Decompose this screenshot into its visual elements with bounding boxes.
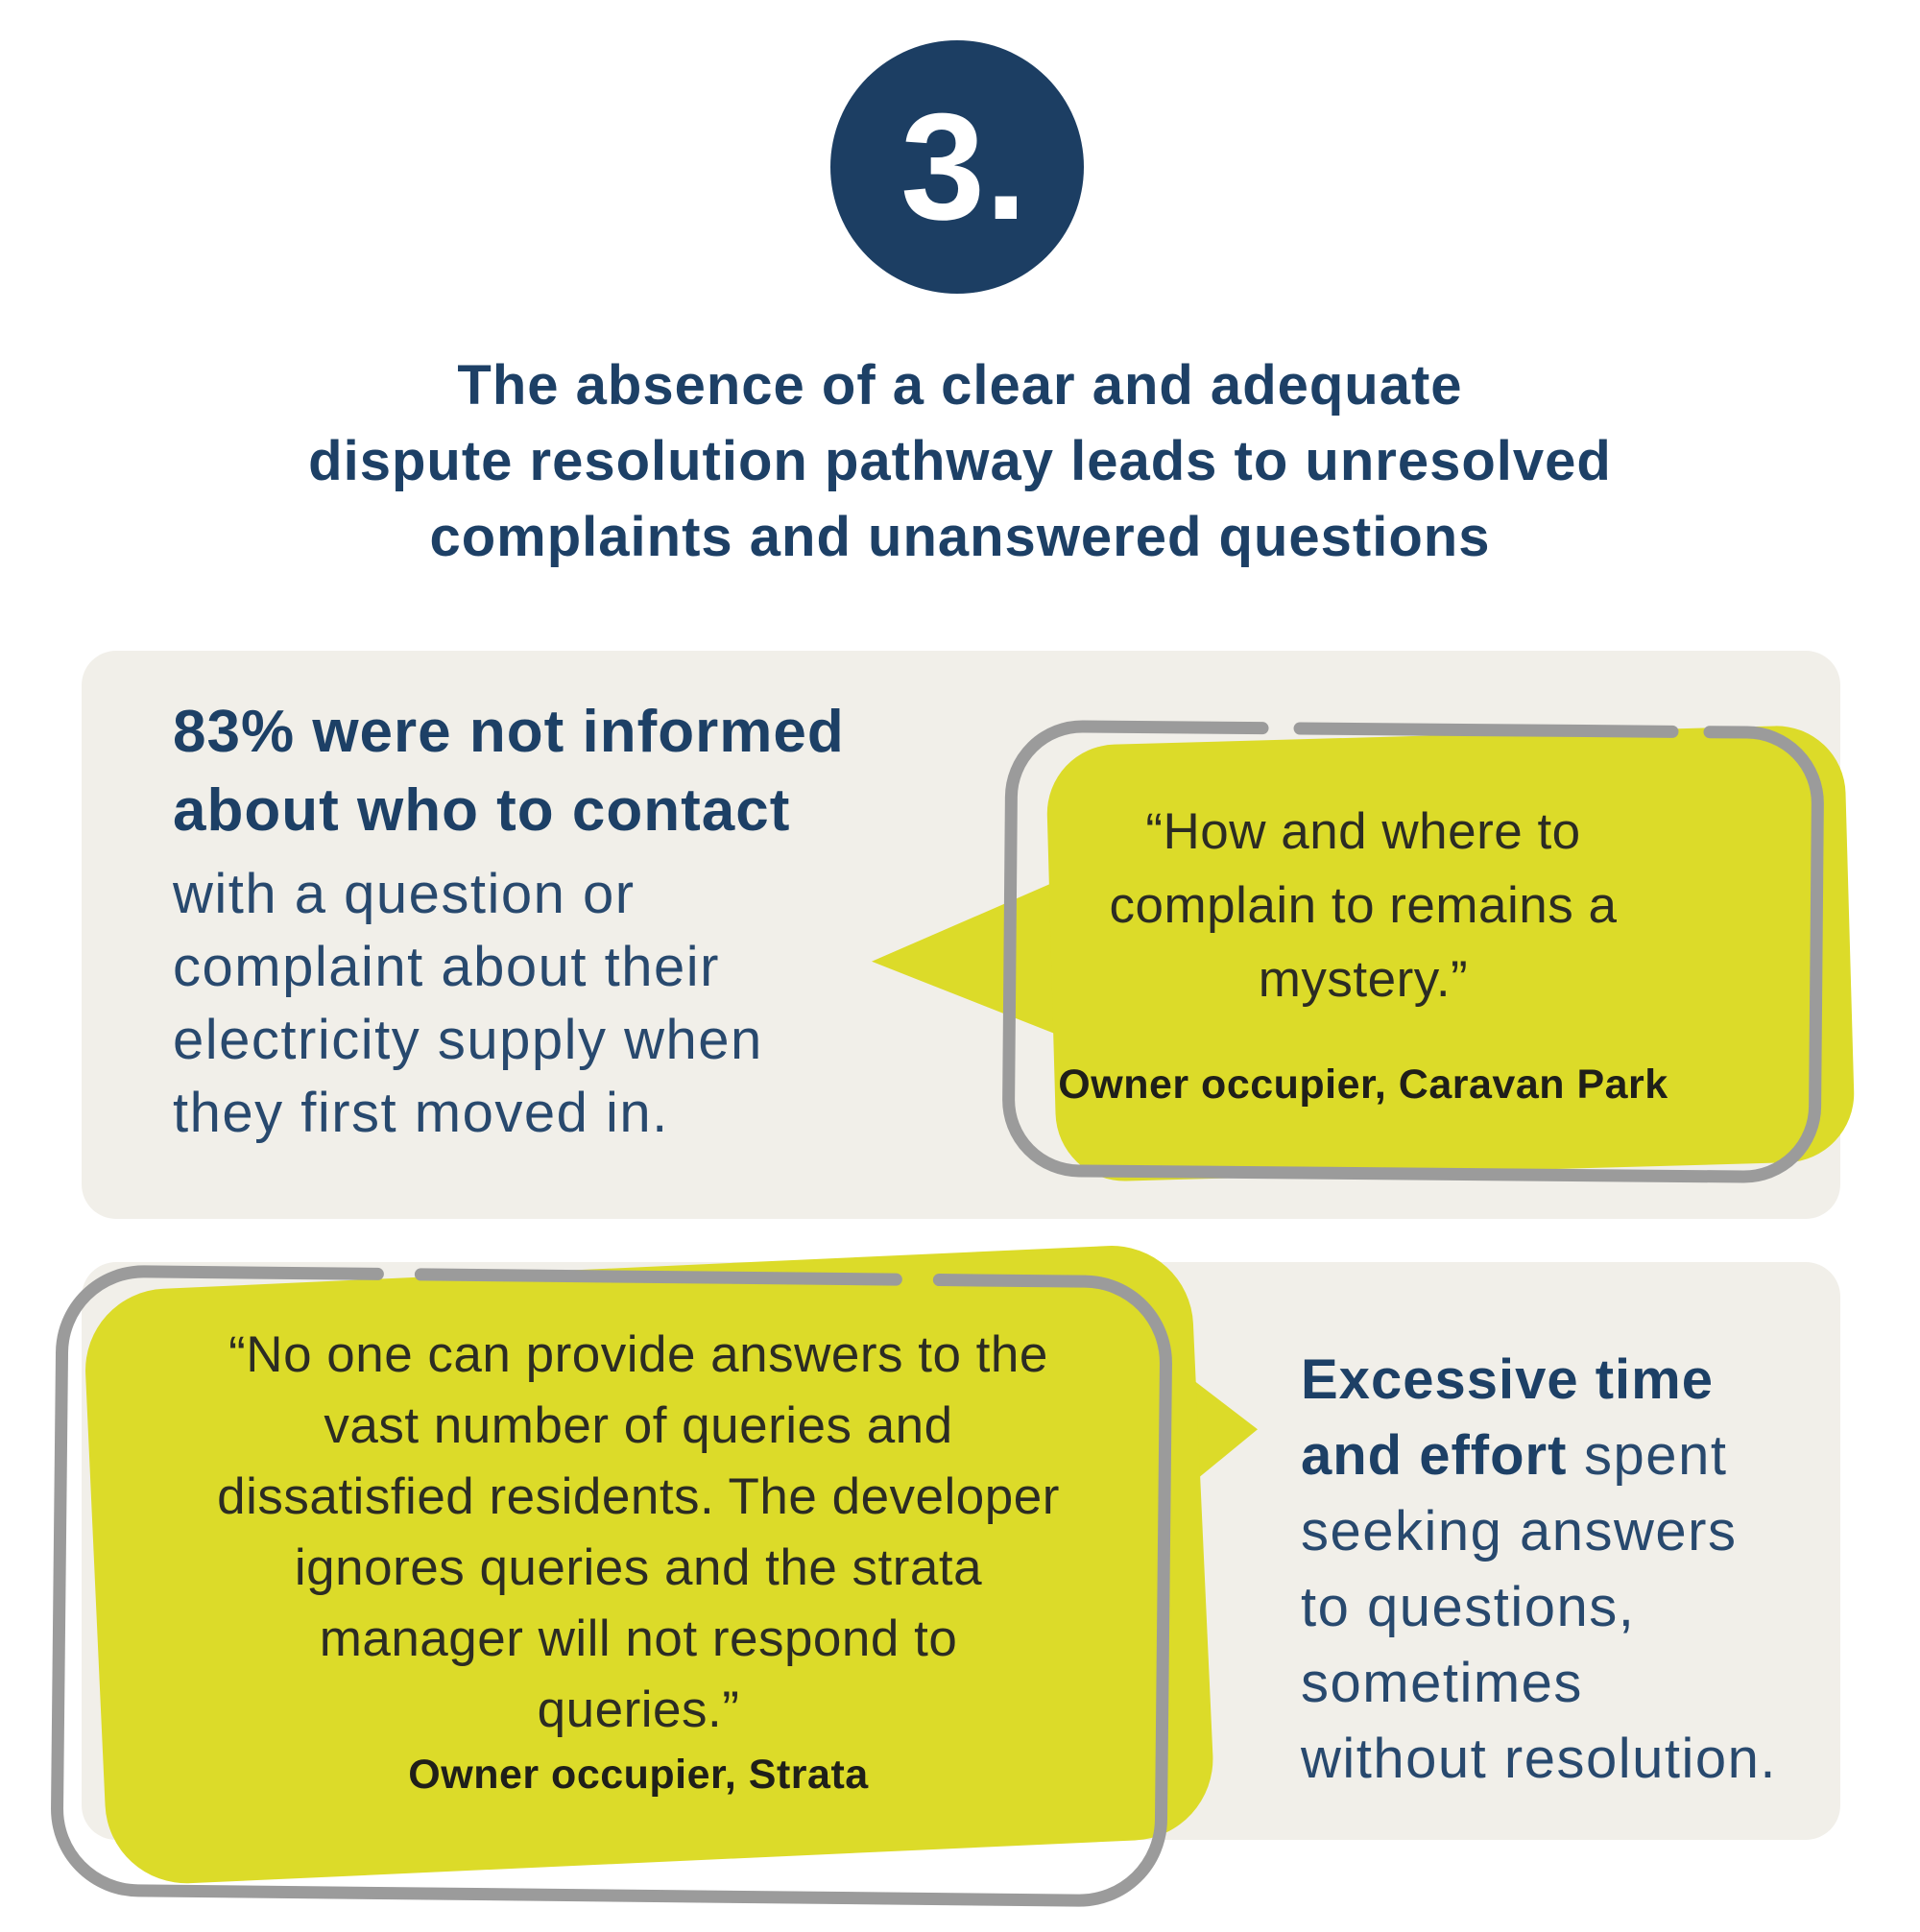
statement-line-1: Excessive time [1301,1342,1858,1418]
quote-line-6: queries.” [537,1682,740,1738]
quote-strata: “No one can provide answers to the vast … [144,1320,1133,1799]
quote-line-1: “No one can provide answers to the [228,1326,1048,1383]
stat-body-line-2: complaint about their [173,936,720,998]
quote-line-2: complain to remains a [1109,877,1618,934]
headline-line-2: dispute resolution pathway leads to unre… [308,430,1612,492]
stat-body-line-3: electricity supply when [173,1009,763,1071]
stat-not-informed: 83% were not informed about who to conta… [173,693,1056,1150]
statement-line-6: without resolution. [1301,1728,1777,1790]
stat-body: with a question or complaint about their… [173,858,1056,1150]
quote-attribution: Owner occupier, Caravan Park [1058,1061,1668,1108]
statement-line-5: sometimes [1301,1652,1583,1714]
statement-line-2: and effort spent [1301,1418,1858,1493]
bubble-body-group [872,726,1855,1181]
quote-line-4: ignores queries and the strata [294,1539,983,1596]
speech-bubble-strata [51,1246,1258,1907]
headline-line-3: complaints and unanswered questions [429,506,1491,568]
quote-line-1: “How and where to [1145,803,1581,860]
section-number: 3. [900,83,1027,251]
headline-line-1: The absence of a clear and adequate [457,354,1463,417]
quote-line-2: vast number of queries and [324,1397,953,1454]
bubble-body [1046,726,1855,1181]
stat-body-line-1: with a question or [173,863,636,925]
quote-line-5: manager will not respond to [319,1610,958,1667]
statement-excessive-time: Excessive time and effort spent seeking … [1301,1342,1858,1797]
statement-line-3: seeking answers [1301,1500,1738,1562]
bubble-body [85,1246,1213,1884]
headline: The absence of a clear and adequate disp… [0,347,1920,575]
statement-bold-2: and effort [1301,1424,1568,1487]
bubble-body-group [85,1246,1258,1884]
quote-line-3: dissatisfied residents. The developer [217,1468,1060,1525]
speech-bubble-caravan-park [872,720,1855,1183]
bubble-sketch-outline-icon [51,1265,1172,1907]
stat-bold-line-1: 83% were not informed [173,699,845,765]
statement-bold-1: Excessive time [1301,1348,1714,1411]
quote-line-3: mystery.” [1258,951,1469,1008]
quote-attribution: Owner occupier, Strata [408,1752,869,1798]
stat-body-line-4: they first moved in. [173,1082,669,1144]
stat-bold-line-2: about who to contact [173,777,791,844]
quote-caravan-park: “How and where to complain to remains a … [1037,795,1690,1109]
section-number-badge: 3. [830,40,1084,294]
statement-regular-2: spent [1567,1424,1728,1487]
bubble-tail-left-icon [872,877,1070,1040]
statement-line-4: to questions, [1301,1576,1636,1638]
bubble-sketch-outline-icon [1002,720,1824,1183]
